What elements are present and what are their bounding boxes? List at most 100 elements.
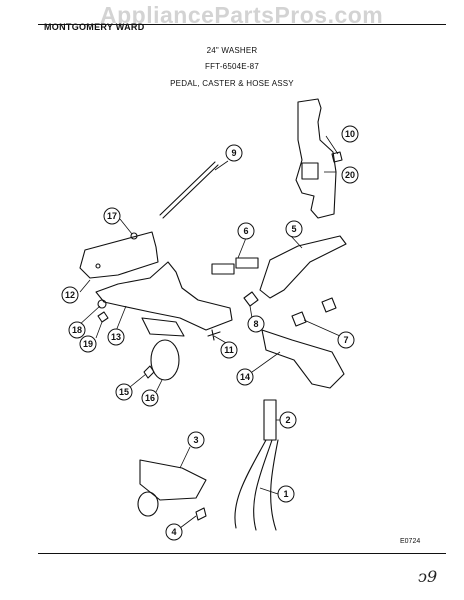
figure-code: E0724 [400,538,421,545]
callout-circle [237,222,255,240]
leader-8 [249,305,253,319]
section-title: PEDAL, CASTER & HOSE ASSY [170,79,294,88]
callout-number: 15 [119,387,129,397]
part-hose-c [270,439,279,531]
callout-number: 11 [224,345,234,355]
bracket-hole [130,232,138,240]
part-foot-pedal [261,329,345,389]
diagram-frame [38,24,446,554]
callout-number: 8 [253,319,258,329]
part-plate-6b [235,257,259,269]
callout-16: 16 [141,389,159,407]
callout-1: 1 [277,485,295,503]
callout-14: 14 [236,368,254,386]
part-leg-frame [95,261,233,331]
callout-2: 2 [279,411,297,429]
part-caster-wheel-2 [137,491,159,517]
callout-circle [107,328,125,346]
model-number: FFT-6504E-87 [205,62,259,71]
callout-number: 20 [345,170,355,180]
callout-circle [341,125,359,143]
callout-number: 7 [343,335,348,345]
part-pedal-lever [259,235,347,299]
bracket-hole-2 [95,263,101,269]
callout-6: 6 [237,222,255,240]
callout-number: 16 [145,393,155,403]
callout-circle [187,431,205,449]
leader-13 [115,305,127,332]
callout-number: 14 [240,372,250,382]
part-hose-fitting [263,399,277,441]
guard-plate-window [301,162,319,180]
callout-circle [341,166,359,184]
leader-6 [237,237,247,259]
callout-7: 7 [337,331,355,349]
callout-17: 17 [103,207,121,225]
callout-4: 4 [165,523,183,541]
leader-7 [303,319,341,337]
callout-circle [220,341,238,359]
callout-circle [141,389,159,407]
callout-number: 19 [83,339,93,349]
callout-19: 19 [79,335,97,353]
product-title: 24" WASHER [206,46,258,55]
callout-number: 13 [111,332,121,342]
leader-19 [95,321,103,339]
part-hose-a [234,439,267,529]
leader-3 [179,446,191,469]
callout-circle [285,220,303,238]
callout-number: 1 [283,489,288,499]
callout-12: 12 [61,286,79,304]
part-hose-b [253,439,273,531]
callout-number: 2 [285,415,290,425]
callout-number: 6 [243,226,248,236]
callout-circle [103,207,121,225]
callout-circle [279,411,297,429]
part-bracket [79,231,159,279]
callout-circle [115,383,133,401]
callout-circle [236,368,254,386]
part-screw-11 [207,329,221,341]
leader-1 [259,487,279,495]
callout-circle [79,335,97,353]
leader-9 [214,160,229,171]
part-bumper-b [321,297,337,313]
callout-8: 8 [247,315,265,333]
callout-number: 12 [65,290,75,300]
part-clip-8 [243,291,259,307]
callout-circle [277,485,295,503]
callout-circle [68,321,86,339]
part-rod [159,161,219,219]
callout-number: 17 [107,211,117,221]
part-bumper-a [291,311,307,327]
leader-14 [251,351,281,373]
leader-10 [325,135,339,155]
part-washer-18 [97,299,107,309]
leader-18 [77,305,101,327]
callout-number: 3 [193,435,198,445]
brand-label: MONTGOMERY WARD [44,22,145,32]
callout-circle [165,523,183,541]
part-caster-bracket [139,459,207,501]
callout-circle [61,286,79,304]
leader-17 [119,218,133,235]
callout-number: 10 [345,129,355,139]
callout-13: 13 [107,328,125,346]
part-plate-6a [211,263,235,275]
leader-12 [79,279,91,293]
callout-3: 3 [187,431,205,449]
watermark: AppliancePartsPros.com [100,2,384,28]
part-guard-plate [295,98,337,219]
leader-15 [129,373,147,388]
part-screw-19 [97,311,109,323]
leader-16 [155,379,163,393]
leader-4 [179,515,197,529]
callout-15: 15 [115,383,133,401]
callout-10: 10 [341,125,359,143]
callout-9: 9 [225,144,243,162]
callout-11: 11 [220,341,238,359]
callout-number: 9 [231,148,236,158]
